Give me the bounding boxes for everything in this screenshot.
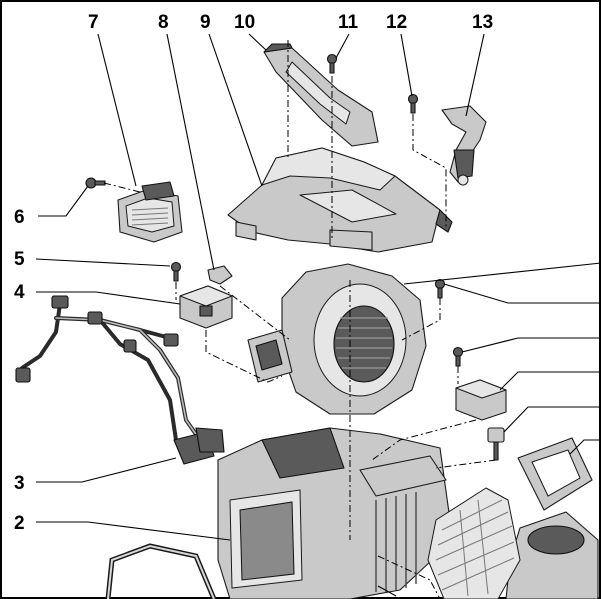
- callout-9: 9: [200, 12, 211, 33]
- blower-housing: [247, 263, 427, 415]
- part-9-housing-cover: [227, 147, 453, 253]
- callout-3: 3: [14, 473, 25, 494]
- part-10-flap: [263, 43, 379, 147]
- assembly-lines: [103, 40, 497, 599]
- callout-10: 10: [234, 12, 255, 33]
- callout-11: 11: [338, 12, 359, 33]
- right-air-duct: [505, 511, 599, 599]
- gasket-seal: [105, 543, 217, 599]
- part-6-screw: [85, 177, 106, 189]
- callout-numbers: 7 8 9 10 11 12 13 6 5 4 3 2: [14, 12, 493, 534]
- part-8-clip: [207, 265, 233, 285]
- right-screw-lower: [452, 346, 464, 367]
- callout-4: 4: [14, 282, 25, 303]
- part-7-control-unit: [117, 181, 183, 243]
- callout-6: 6: [14, 207, 25, 228]
- callout-7: 7: [88, 12, 99, 33]
- part-4-module: [179, 285, 233, 329]
- right-screw-upper: [434, 278, 446, 299]
- callout-13: 13: [472, 12, 493, 33]
- part-5-screw: [170, 261, 182, 282]
- right-temperature-sensor: [487, 427, 505, 461]
- right-seal-ring: [517, 437, 593, 511]
- part-12-screw: [407, 93, 419, 114]
- part-11-screw: [326, 53, 338, 74]
- callout-5: 5: [14, 249, 25, 270]
- leader-lines: [35, 33, 601, 597]
- callout-12: 12: [386, 12, 407, 33]
- callout-8: 8: [158, 12, 169, 33]
- part-13-bracket: [441, 105, 487, 186]
- right-sensor-block: [455, 379, 507, 421]
- callout-2: 2: [14, 513, 25, 534]
- part-2-lower-housing: [217, 427, 451, 599]
- part-3-wiring-harness: [15, 295, 225, 465]
- air-filter-grille: [427, 487, 521, 599]
